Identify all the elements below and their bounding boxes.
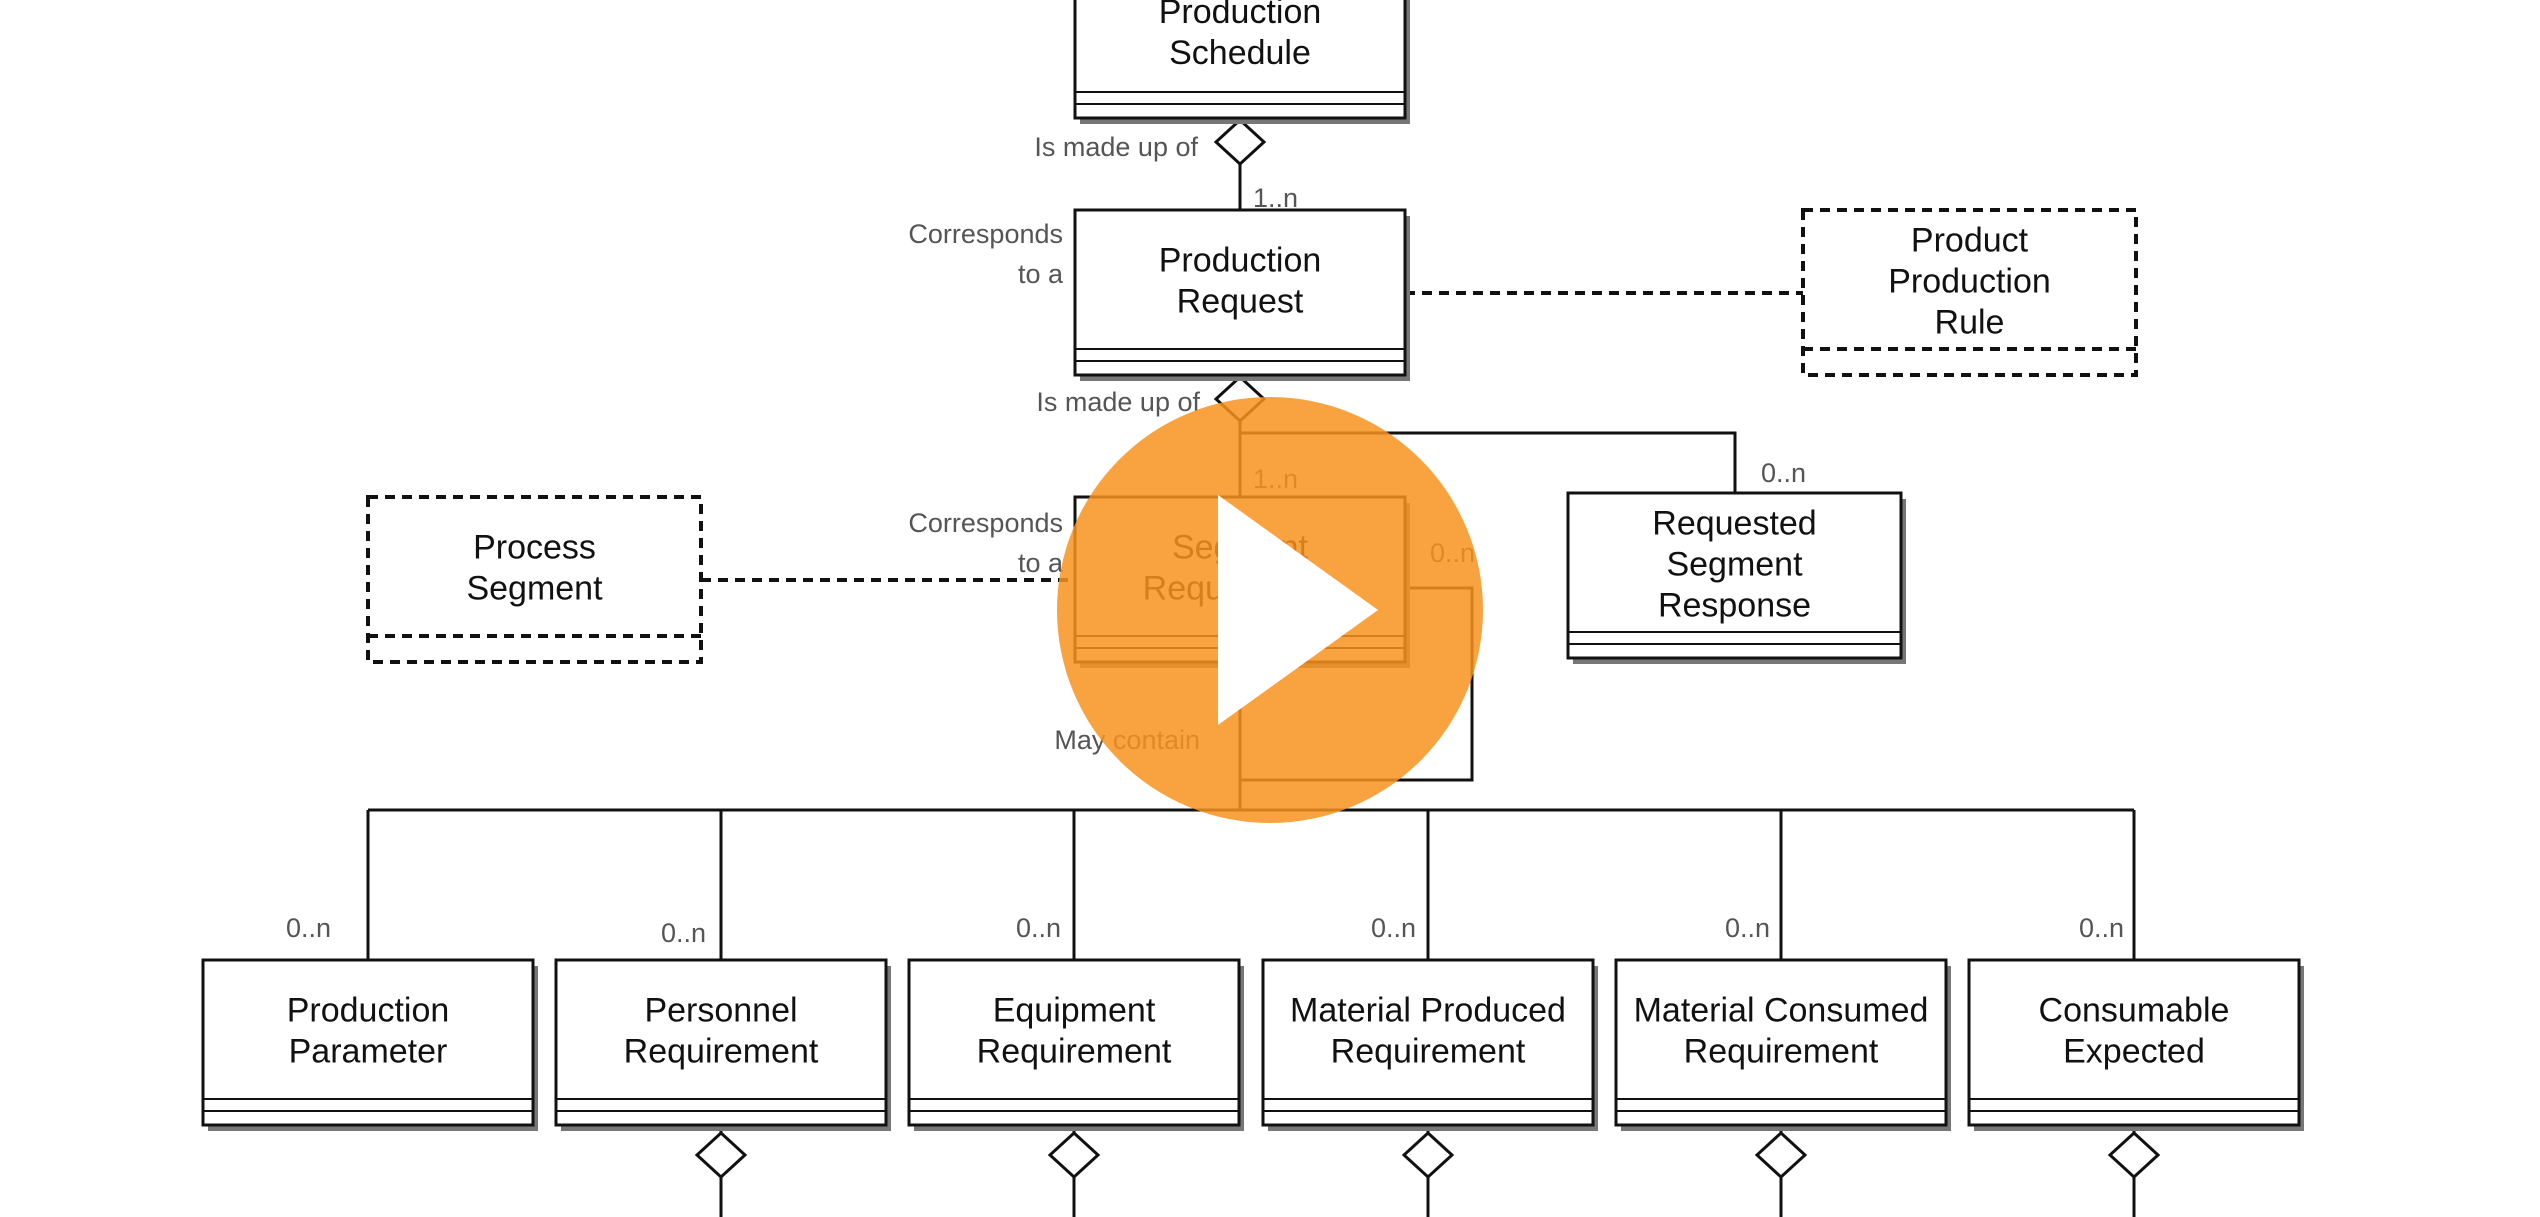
aggregation-diamond-bottom-1 <box>1047 1130 1101 1180</box>
class-box <box>554 958 888 1127</box>
class-box <box>907 958 1241 1127</box>
class-name-line: Segment <box>466 570 603 608</box>
class-name-line: Material Produced <box>1290 992 1566 1030</box>
class-name-line: Requirement <box>624 1033 819 1071</box>
class-box <box>1073 208 1407 377</box>
class-name-line: Production <box>287 992 450 1030</box>
label-mult-0n-equipment: 0..n <box>1016 913 1061 943</box>
class-name-line: Rule <box>1935 304 2005 342</box>
label-mult-0n-material-consumed: 0..n <box>1725 913 1770 943</box>
class-name-line: Equipment <box>993 992 1156 1030</box>
class-box <box>1566 491 1903 660</box>
class-name-line: Response <box>1658 587 1811 625</box>
class-box <box>1073 0 1407 120</box>
class-name-line: Requirement <box>977 1033 1172 1071</box>
link-request-response <box>1240 431 1737 493</box>
label-line: to a <box>1018 548 1064 578</box>
label-line: to a <box>1018 259 1064 289</box>
aggregation-diamond-bottom-0 <box>694 1130 748 1180</box>
aggregation-diamond-bottom-4 <box>2107 1130 2161 1180</box>
class-name-line: Request <box>1177 283 1304 321</box>
class-name-line: Expected <box>2063 1033 2205 1071</box>
label-mult-0n-personnel: 0..n <box>661 918 706 948</box>
class-name-line: Production <box>1888 263 2051 301</box>
aggregation-diamond-bottom-3 <box>1754 1130 1808 1180</box>
class-name-line: Requested <box>1652 505 1816 543</box>
class-box <box>1614 958 1948 1127</box>
label-line: Corresponds <box>908 508 1063 538</box>
class-name-line: Material Consumed <box>1634 992 1929 1030</box>
label-corresponds-to-a-2: Corresponds to a <box>908 508 1064 578</box>
label-line: Corresponds <box>908 219 1063 249</box>
class-box <box>1261 958 1595 1127</box>
label-mult-1n-1: 1..n <box>1253 183 1298 213</box>
label-mult-0n-consumable: 0..n <box>2079 913 2124 943</box>
class-name-line: Production <box>1159 0 1322 31</box>
class-box <box>1967 958 2301 1127</box>
class-name-line: Personnel <box>644 992 797 1030</box>
class-name-line: Segment <box>1666 546 1803 584</box>
aggregation-diamond-bottom-2 <box>1401 1130 1455 1180</box>
class-name-line: Process <box>473 529 596 567</box>
label-mult-0n-response: 0..n <box>1761 458 1806 488</box>
label-corresponds-to-a-1: Corresponds to a <box>908 219 1064 289</box>
class-name-line: Schedule <box>1169 34 1311 72</box>
label-is-made-up-of-2: Is made up of <box>1036 387 1200 417</box>
play-icon[interactable] <box>1218 495 1378 725</box>
class-name-line: Requirement <box>1684 1033 1879 1071</box>
label-mult-0n-material-produced: 0..n <box>1371 913 1416 943</box>
class-box <box>201 958 535 1127</box>
label-mult-0n-parameter: 0..n <box>286 913 331 943</box>
class-name-line: Product <box>1911 222 2029 260</box>
aggregation-diamond-schedule <box>1213 117 1267 167</box>
class-name-line: Parameter <box>289 1033 448 1071</box>
class-name-line: Consumable <box>2039 992 2230 1030</box>
video-play-button[interactable] <box>1057 397 1483 823</box>
class-name-line: Production <box>1159 242 1322 280</box>
class-name-line: Requirement <box>1331 1033 1526 1071</box>
label-is-made-up-of-1: Is made up of <box>1034 132 1198 162</box>
